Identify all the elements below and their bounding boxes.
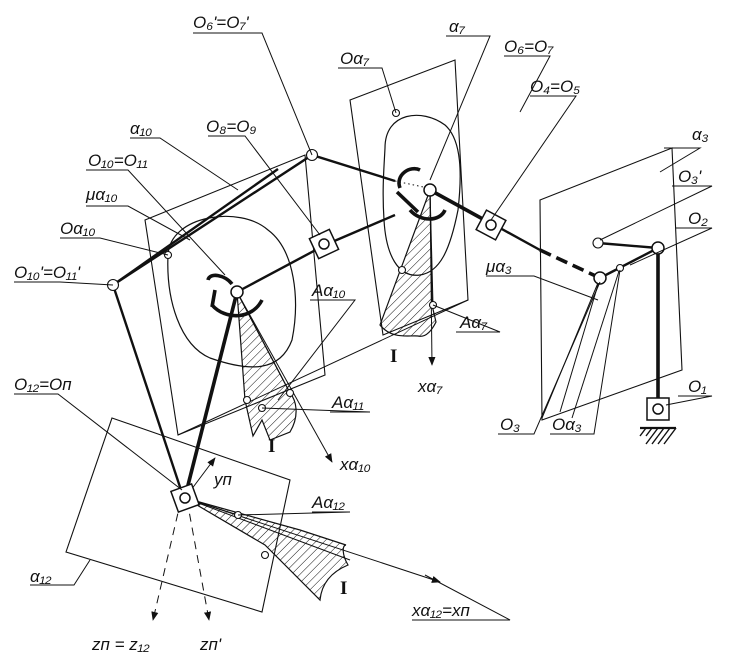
label-o4-o5: O₄=O₅	[530, 77, 580, 96]
link-outer-frame	[112, 153, 396, 287]
link-o4-o3	[499, 226, 541, 252]
point-a-alpha10	[285, 388, 295, 398]
label-x-alpha7: xα₇	[417, 377, 443, 396]
hatch-region-alpha7	[379, 189, 437, 337]
leader-lines	[14, 32, 713, 621]
point-a-alpha10-b	[242, 395, 252, 405]
label-o10-o11: O₁₀=O₁₁	[88, 151, 148, 170]
link-o8-o6	[324, 213, 396, 247]
zone-label-alpha7: I	[390, 346, 397, 367]
label-alpha7: α₇	[449, 17, 466, 36]
label-o10p-o11p: O₁₀'=O₁₁'	[14, 263, 81, 282]
plane-alpha12	[65, 417, 291, 613]
link-o12-o10	[183, 291, 239, 498]
label-o6-o7: O₆=O₇	[504, 37, 554, 56]
label-y-n: yп	[213, 470, 233, 489]
hatch-region-alpha12	[184, 497, 349, 602]
joint-o3	[593, 271, 607, 285]
link-o3-o2	[599, 246, 659, 280]
label-o12-on: O₁₂=Oп	[14, 375, 72, 394]
line-oalpha3-plane	[571, 267, 621, 419]
label-a-alpha11: Aα₁₁	[331, 393, 364, 412]
link-o10-o8	[236, 243, 326, 294]
label-o-alpha10: Oα₁₀	[60, 219, 95, 238]
label-z-n-prime: zп'	[199, 635, 222, 654]
link-o3p-o2	[597, 241, 659, 250]
plane-alpha10	[144, 154, 326, 436]
label-x-alpha10: xα₁₀	[339, 455, 371, 474]
label-a-alpha7: Aα₇	[459, 313, 488, 332]
axis-x-alpha10	[236, 291, 333, 463]
label-o6p-o7p: O₆'=O₇'	[193, 13, 249, 32]
ray-alpha10-a	[236, 291, 291, 394]
label-alpha12: α₁₂	[30, 567, 52, 586]
label-o1: O₁	[688, 377, 707, 396]
zone-label-alpha10: I	[268, 436, 275, 457]
label-z-n-z12: zп = z₁₂	[91, 635, 150, 654]
link-o3-dashed	[539, 248, 601, 280]
zone-label-alpha12: I	[340, 578, 347, 599]
slider-o4-o5	[475, 209, 507, 241]
line-o3-plane-b	[559, 277, 601, 413]
link-o6-o4	[429, 188, 491, 225]
label-o3: O₃	[500, 415, 520, 434]
point-a-alpha7-b	[397, 265, 407, 275]
joint-o12	[169, 482, 201, 514]
zone-alpha10	[167, 215, 297, 368]
plane-alpha3	[539, 147, 683, 421]
label-x-alpha12-xn: xα₁₂=xп	[411, 601, 470, 620]
ray-alpha12-lower	[184, 497, 351, 561]
joint-o6-o7	[395, 167, 447, 221]
link-o10p-o12	[111, 284, 184, 494]
point-o3-prime	[592, 237, 604, 249]
label-o-alpha3: Oα₃	[552, 415, 582, 434]
label-mu-alpha3: μα₃	[485, 257, 512, 276]
label-o8-o9: O₈=O₉	[206, 117, 256, 136]
link-o8-o10	[112, 168, 279, 286]
label-o2: O₂	[688, 209, 708, 228]
joint-o10-o11	[206, 273, 264, 318]
label-o-alpha7: Oα₇	[340, 49, 370, 68]
ground-o1	[639, 397, 677, 445]
label-a-alpha10: Aα₁₀	[311, 281, 346, 300]
label-alpha10: α₁₀	[130, 119, 152, 138]
label-a-alpha12: Aα₁₂	[311, 493, 345, 512]
axis-z-n	[151, 499, 182, 621]
point-a-alpha12-b	[260, 550, 270, 560]
label-alpha3: α₃	[692, 125, 709, 144]
axis-z-n-prime	[186, 499, 212, 621]
label-o3-prime: O₃'	[678, 167, 702, 186]
label-mu-alpha10: μα₁₀	[85, 185, 118, 204]
